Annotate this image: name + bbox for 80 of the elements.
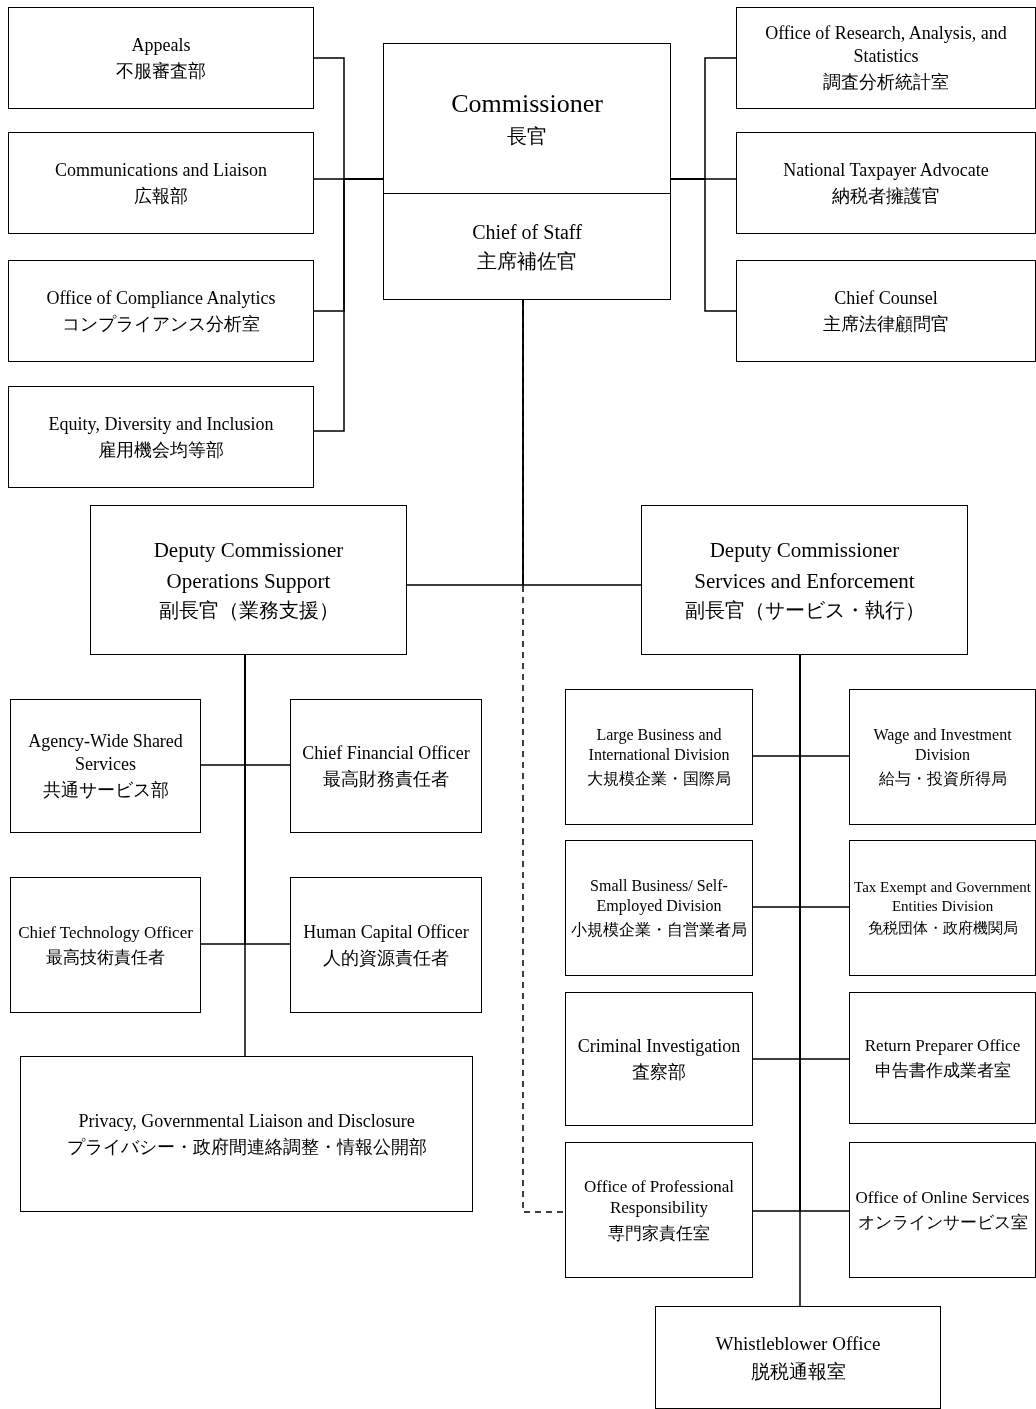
- org-box: [565, 689, 753, 825]
- org-box: [383, 193, 671, 300]
- unit-name: Chief Financial Officer: [302, 741, 470, 764]
- japanese-name: 主席補佐官: [477, 248, 577, 274]
- org-box: [565, 1142, 753, 1278]
- japanese-name: 共通サービス部: [42, 779, 169, 802]
- org-box: [8, 132, 314, 234]
- japanese-name: 不服審査部: [116, 60, 206, 83]
- unit-name: Chief Counsel: [834, 286, 938, 309]
- org-box: [736, 7, 1036, 109]
- unit-name: National Taxpayer Advocate: [783, 158, 989, 181]
- unit-name: Office of Compliance Analytics: [46, 286, 276, 309]
- org-box: [655, 1306, 941, 1409]
- japanese-name: 雇用機会均等部: [98, 439, 224, 462]
- unit-name: Chief Technology Officer: [18, 921, 193, 943]
- unit-name: Services and Enforcement: [694, 567, 915, 594]
- org-box: [290, 699, 482, 833]
- unit-name: Office of Online Services: [855, 1186, 1030, 1208]
- japanese-name: 申告書作成業者室: [874, 1060, 1011, 1082]
- org-box: [565, 992, 753, 1126]
- unit-name: Equity, Diversity and Inclusion: [48, 412, 274, 435]
- unit-name: Privacy, Governmental Liaison and Disclosure: [78, 1109, 415, 1132]
- japanese-name: プライバシー・政府間連絡調整・情報公開部: [66, 1136, 427, 1159]
- org-box: [8, 7, 314, 109]
- unit-name: Human Capital Officer: [303, 920, 469, 943]
- japanese-name: 専門家責任室: [608, 1222, 710, 1244]
- org-box: [20, 1056, 473, 1212]
- japanese-name: 脱税通報室: [750, 1359, 846, 1384]
- org-box: [10, 877, 201, 1013]
- japanese-name: 最高技術責任者: [46, 947, 165, 969]
- org-box: [849, 689, 1036, 825]
- japanese-name: 長官: [507, 124, 547, 150]
- org-box: [849, 1142, 1036, 1278]
- connector-line: [670, 178, 737, 312]
- unit-name: Commissioner: [451, 87, 603, 120]
- unit-name: Operations Support: [166, 567, 331, 594]
- unit-name: Office of Research, Analysis, and Statistics: [764, 22, 1008, 68]
- org-box: [10, 699, 201, 833]
- japanese-name: 広報部: [134, 185, 188, 208]
- japanese-name: オンラインサービス室: [857, 1212, 1028, 1234]
- org-box: [8, 386, 314, 488]
- org-box: [8, 260, 314, 362]
- japanese-name: 副長官（業務支援）: [158, 597, 339, 623]
- org-box: [641, 505, 968, 655]
- unit-name: Return Preparer Office: [864, 1034, 1021, 1056]
- unit-name: Tax Exempt and Government Entities Division: [854, 877, 1031, 916]
- unit-name: Wage and Investment Division: [872, 725, 1013, 765]
- org-box: [290, 877, 482, 1013]
- unit-name: Appeals: [131, 33, 191, 56]
- unit-name: Small Business/ Self-Employed Division: [589, 876, 729, 916]
- japanese-name: 調査分析統計室: [823, 71, 949, 94]
- unit-name: Criminal Investigation: [577, 1034, 741, 1057]
- unit-name: Communications and Liaison: [55, 158, 267, 181]
- japanese-name: 小規模企業・自営業者局: [571, 920, 747, 940]
- org-box: [90, 505, 407, 655]
- japanese-name: 最高財務責任者: [323, 768, 449, 791]
- japanese-name: 査察部: [632, 1061, 686, 1084]
- japanese-name: 主席法律顧問官: [823, 313, 949, 336]
- japanese-name: 給与・投資所得局: [878, 769, 1007, 789]
- japanese-name: 人的資源責任者: [323, 947, 449, 970]
- japanese-name: 免税団体・政府機関局: [867, 919, 1018, 939]
- japanese-name: 納税者擁護官: [832, 185, 940, 208]
- org-box: [383, 43, 671, 194]
- org-box: [565, 840, 753, 976]
- unit-name: Office of Professional Responsibility: [583, 1176, 735, 1219]
- org-box: [849, 992, 1036, 1124]
- unit-name: Deputy Commissioner: [153, 537, 344, 564]
- japanese-name: コンプライアンス分析室: [62, 313, 260, 336]
- org-box: [849, 840, 1036, 976]
- japanese-name: 副長官（サービス・執行）: [684, 597, 925, 623]
- unit-name: Deputy Commissioner: [709, 537, 900, 564]
- org-box: [736, 132, 1036, 234]
- connector-line: [313, 178, 384, 432]
- japanese-name: 大規模企業・国際局: [587, 769, 731, 789]
- connector-line: [522, 299, 566, 1213]
- unit-name: Agency-Wide Shared Services: [27, 730, 184, 776]
- org-box: [736, 260, 1036, 362]
- unit-name: Whistleblower Office: [715, 1331, 881, 1356]
- unit-name: Large Business and International Division: [587, 725, 731, 765]
- unit-name: Chief of Staff: [472, 219, 582, 245]
